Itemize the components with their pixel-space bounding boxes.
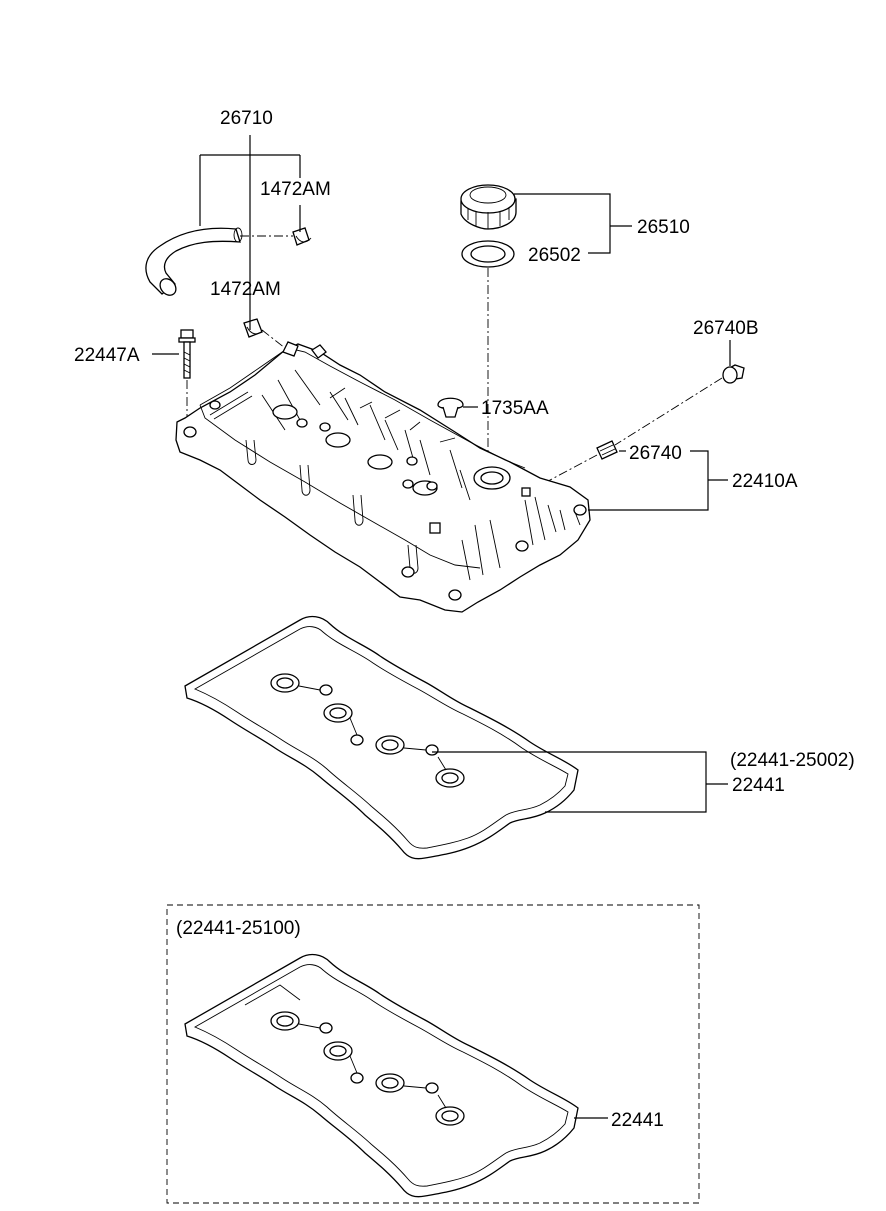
label-22447a: 22447A bbox=[74, 345, 140, 366]
alternate-cover-gasket[interactable] bbox=[184, 953, 579, 1198]
hose-clamp-upper[interactable] bbox=[292, 227, 312, 246]
rocker-cover[interactable] bbox=[175, 341, 591, 613]
cover-bolt[interactable] bbox=[178, 329, 196, 379]
label-1735aa: 1735AA bbox=[481, 398, 549, 419]
label-box-code: (22441-25100) bbox=[176, 918, 301, 939]
cover-gasket[interactable] bbox=[184, 615, 579, 860]
label-gasket-alt-code: (22441-25002) bbox=[730, 750, 855, 771]
breather-plug[interactable] bbox=[437, 397, 464, 418]
label-22441: 22441 bbox=[732, 775, 785, 796]
label-1472am-upper: 1472AM bbox=[260, 179, 331, 200]
alternate-part-box bbox=[166, 904, 700, 1204]
hose-clamp-lower[interactable] bbox=[243, 318, 264, 338]
plug-26740b[interactable] bbox=[722, 364, 745, 384]
label-26510: 26510 bbox=[637, 217, 690, 238]
pcv-valve[interactable] bbox=[596, 440, 618, 460]
label-26710: 26710 bbox=[220, 108, 273, 129]
cap-seal-ring[interactable] bbox=[461, 240, 515, 268]
label-26502: 26502 bbox=[528, 245, 581, 266]
label-1472am-lower: 1472AM bbox=[210, 279, 281, 300]
label-box-22441: 22441 bbox=[611, 1110, 664, 1131]
label-22410a: 22410A bbox=[732, 471, 798, 492]
oil-filler-cap[interactable] bbox=[460, 184, 517, 230]
label-26740: 26740 bbox=[629, 443, 682, 464]
label-26740b: 26740B bbox=[693, 318, 759, 339]
breather-hose[interactable] bbox=[145, 227, 243, 298]
